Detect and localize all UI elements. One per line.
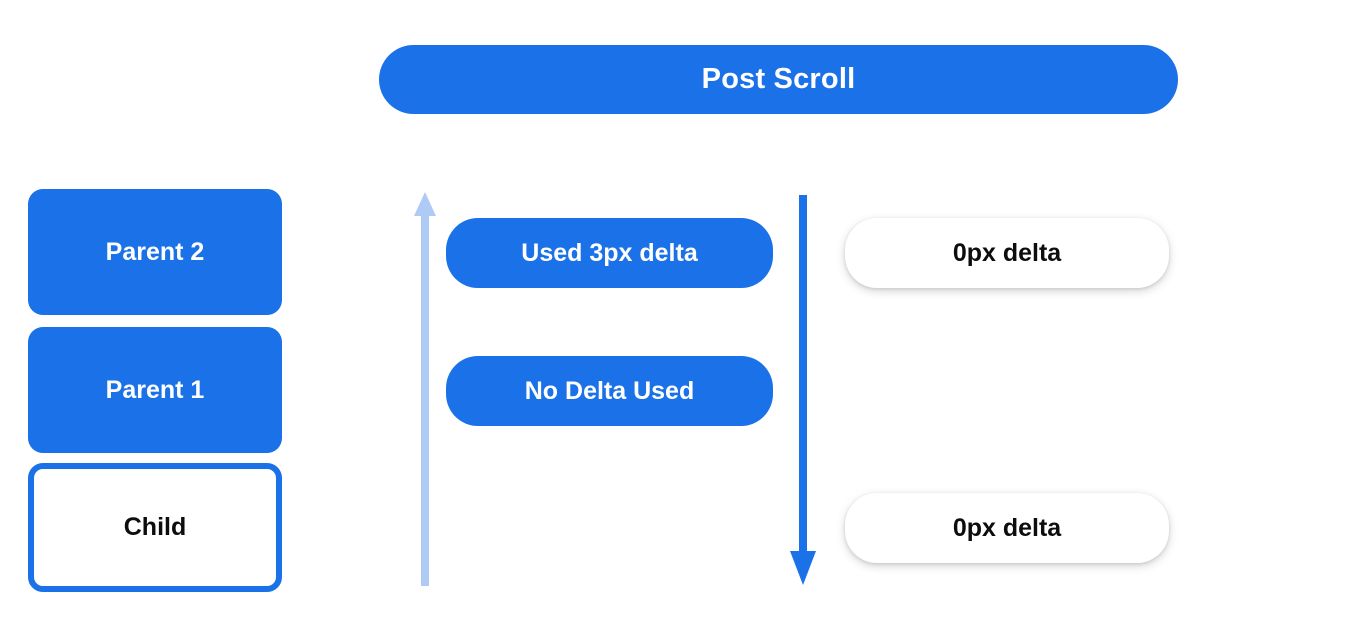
node-parent-2: Parent 2	[28, 189, 282, 315]
delta-pill-zero-top: 0px delta	[845, 218, 1169, 288]
upward-scroll-arrow	[414, 192, 436, 586]
node-child: Child	[28, 463, 282, 592]
delta-pill-zero-bottom: 0px delta	[845, 493, 1169, 563]
delta-pill-used-3px: Used 3px delta	[446, 218, 773, 288]
delta-pill-zero-top-label: 0px delta	[952, 238, 1062, 267]
node-parent-2-label: Parent 2	[105, 237, 205, 266]
node-parent-1-label: Parent 1	[105, 375, 205, 404]
delta-pill-used-3px-label: Used 3px delta	[521, 238, 698, 267]
delta-pill-no-delta-used-label: No Delta Used	[524, 376, 695, 405]
node-child-label: Child	[123, 513, 187, 541]
delta-pill-no-delta-used: No Delta Used	[446, 356, 773, 426]
delta-pill-zero-bottom-label: 0px delta	[952, 513, 1062, 542]
node-parent-1: Parent 1	[28, 327, 282, 453]
post-scroll-header: Post Scroll	[379, 45, 1178, 114]
post-scroll-header-label: Post Scroll	[701, 63, 856, 95]
downward-scroll-arrow	[790, 195, 816, 585]
